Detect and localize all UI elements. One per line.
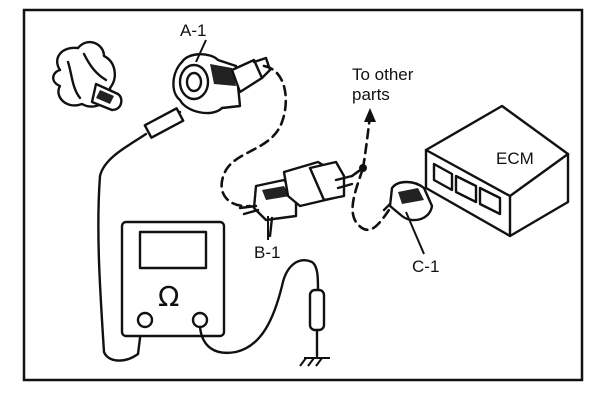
diagram-frame: [22, 8, 584, 382]
connector-b1: [238, 178, 298, 238]
pointer-c1: [405, 211, 425, 255]
connector-mating: [282, 160, 354, 208]
label-c1: C-1: [412, 257, 439, 276]
probe-lead-left: [97, 107, 185, 362]
harness-junction-c1: [350, 164, 394, 232]
connector-c1: [382, 180, 434, 222]
meter-terminal-left: [136, 311, 154, 329]
label-ecm: ECM: [496, 149, 534, 168]
arrow-head: [364, 108, 376, 122]
label-to-other-line1: To other: [352, 65, 414, 84]
harness-a1-b1: [220, 64, 288, 208]
label-b1: B-1: [254, 243, 280, 262]
connector-a1: [172, 53, 272, 115]
pointer-a1: [195, 39, 207, 63]
sensor-bulb: [52, 40, 123, 112]
label-to-other-line2: parts: [352, 85, 390, 104]
ecm-unit: ECM: [424, 104, 570, 238]
probe-lead-right: [198, 259, 330, 367]
to-other-parts-arrow: [361, 114, 372, 170]
ohm-symbol: Ω: [158, 280, 179, 313]
multimeter: Ω: [120, 220, 226, 338]
label-a1: A-1: [180, 21, 206, 40]
meter-terminal-right: [191, 311, 209, 329]
